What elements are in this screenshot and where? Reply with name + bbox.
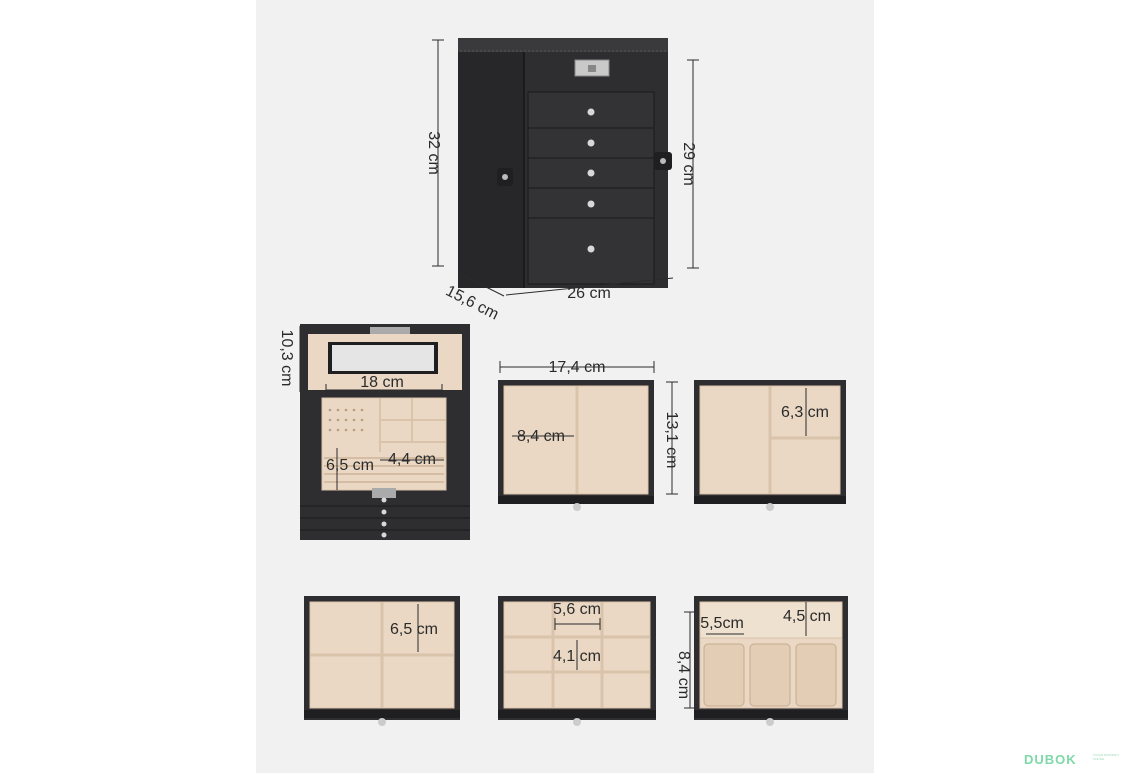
drawers-height-label: 29 cm [680, 142, 697, 186]
tray-lock [372, 488, 396, 498]
open-top-tray [300, 324, 470, 540]
drawer4-depth-label: 4,1 cm [553, 648, 601, 665]
top-lock [370, 327, 410, 334]
knob-icon [587, 108, 595, 116]
ring-roll-height-label: 6,5 cm [326, 457, 374, 474]
drawer-4-dimensions: 5,6 cm 4,1 cm [553, 601, 601, 670]
knob-icon [573, 718, 581, 726]
cabinet-drawers [527, 91, 655, 285]
knob-icon [587, 245, 595, 253]
drawer5-cushion-label: 5,5cm [700, 615, 744, 632]
drawer-1 [498, 380, 654, 511]
drawer-3 [304, 596, 460, 726]
cabinet-depth-label: 15,6 cm [443, 282, 501, 323]
cabinet-side [458, 52, 524, 288]
strap-snap-icon [660, 158, 666, 164]
cabinet-width-label: 26 cm [567, 285, 611, 302]
drawer-4 [498, 596, 656, 726]
earring-holes [328, 408, 364, 432]
drawer1-compartment-label: 8,4 cm [517, 428, 565, 445]
cabinet [458, 38, 672, 288]
drawer-3-dimensions: 6,5 cm [390, 604, 438, 652]
knob-icon [587, 139, 595, 147]
cabinet-lid [458, 38, 668, 52]
drawer-5-dimensions: 5,5cm 4,5 cm 8,4 cm [675, 602, 831, 709]
drawer-width-label: 17,4 cm [549, 359, 606, 376]
brand-logo: DUBOK [1024, 752, 1077, 767]
top-width-label: 18 cm [360, 374, 404, 391]
knob-icon [573, 503, 581, 511]
watch-cushion [749, 643, 791, 707]
tray-knobs [381, 497, 387, 538]
drawer5-slot-label: 4,5 cm [783, 608, 831, 625]
knob-icon [587, 200, 595, 208]
drawer2-compartment-label: 6,3 cm [781, 404, 829, 421]
tray-dimensions: 10,3 cm 18 cm 6,5 cm 4,4 cm [278, 326, 444, 490]
drawer-depth-label: 13,1 cm [663, 412, 680, 469]
small-compartment-label: 4,4 cm [388, 451, 436, 468]
drawer3-compartment-label: 6,5 cm [390, 621, 438, 638]
brand-tagline: TOVAR ROZNIGKY ONLINE [1093, 753, 1120, 761]
cabinet-height-label: 32 cm [425, 131, 442, 175]
watch-cushion [703, 643, 745, 707]
ring-rolls [324, 457, 444, 483]
top-height-label: 10,3 cm [278, 330, 295, 387]
drawer4-width-label: 5,6 cm [553, 601, 601, 618]
knob-icon [378, 718, 386, 726]
drawer-2 [694, 380, 846, 511]
watch-cushion [795, 643, 837, 707]
strap-snap-icon [502, 174, 508, 180]
drawer-5 [694, 596, 848, 726]
knob-icon [587, 169, 595, 177]
tray-lining [321, 397, 447, 491]
knob-icon [766, 503, 774, 511]
drawer-1-dimensions: 17,4 cm 13,1 cm 8,4 cm [499, 359, 680, 495]
mirror-glass [332, 345, 434, 371]
drawer5-height-label: 8,4 cm [675, 651, 692, 699]
lock-icon [588, 65, 596, 72]
knob-icon [766, 718, 774, 726]
drawer-2-dimensions: 6,3 cm [781, 388, 829, 436]
